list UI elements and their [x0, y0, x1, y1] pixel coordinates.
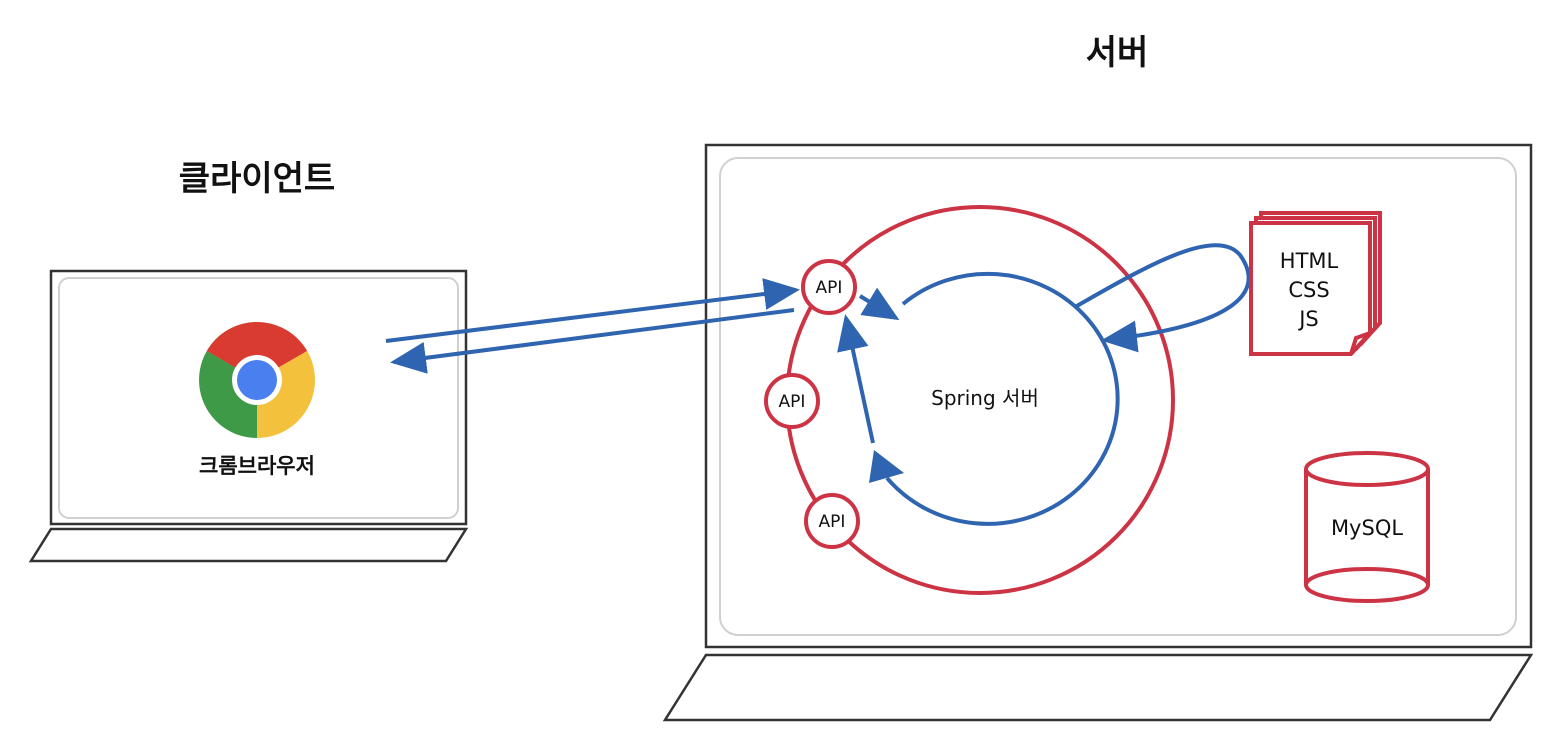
cycle-to-api-arrow — [837, 314, 875, 444]
api-node-label: API — [819, 512, 846, 532]
request-arrow — [385, 278, 800, 343]
api-node: API — [764, 373, 820, 429]
static-file-label: HTML — [1280, 249, 1339, 273]
browser-label: 크롬브라우저 — [199, 454, 315, 478]
api-node: API — [804, 493, 860, 549]
spring-server-label: Spring 서버 — [931, 386, 1039, 410]
chrome-icon — [199, 322, 315, 438]
client-laptop-base — [28, 527, 469, 563]
static-file-label: CSS — [1288, 278, 1329, 302]
response-arrow — [390, 308, 795, 374]
api-node-label: API — [816, 278, 843, 298]
spring-processing-cycle — [885, 271, 1120, 526]
client-title: 클라이언트 — [179, 159, 335, 199]
database-icon: MySQL — [1304, 451, 1430, 603]
server-title: 서버 — [1086, 33, 1149, 73]
client-laptop: 크롬브라우저 — [28, 269, 469, 563]
api-node-label: API — [779, 392, 806, 412]
static-files-loop-arrow — [1074, 243, 1251, 353]
api-node: API — [801, 259, 857, 315]
server-laptop-base — [662, 653, 1534, 722]
database-label: MySQL — [1331, 516, 1403, 540]
cycle-arrow-head — [869, 450, 904, 483]
api-to-cycle-arrow — [858, 287, 900, 321]
server-laptop — [662, 143, 1534, 722]
static-files-icon: HTML CSS JS — [1249, 211, 1382, 356]
static-file-label: JS — [1297, 307, 1319, 331]
